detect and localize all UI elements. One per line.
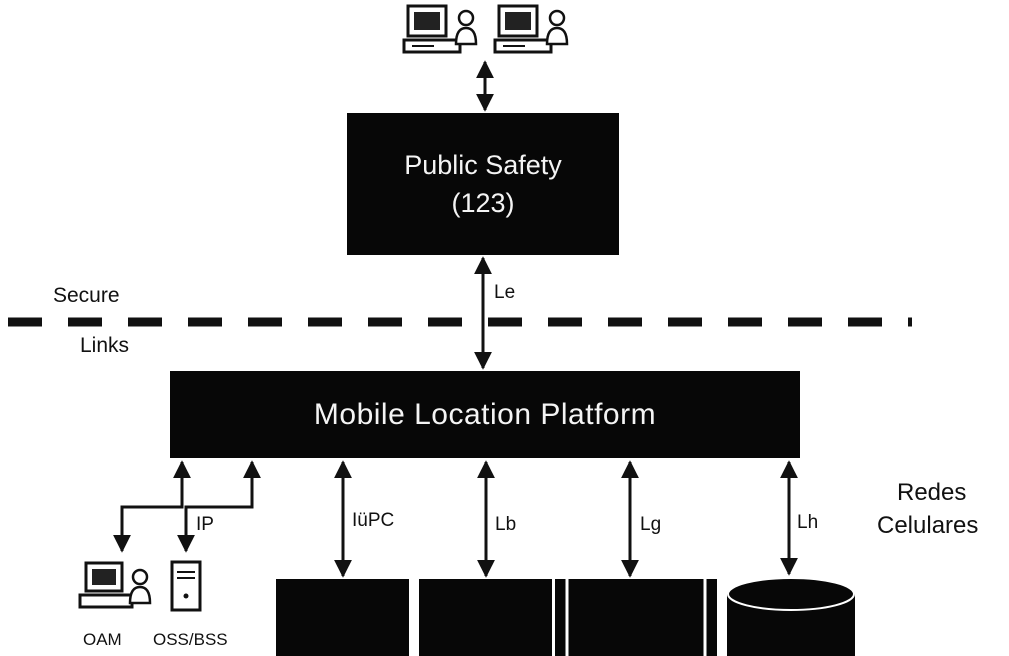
lb-network-node <box>419 579 552 656</box>
oss-bss-label: OSS/BSS <box>153 630 228 649</box>
secure-label: Secure <box>53 284 120 307</box>
iupc-interface-label: IüPC <box>352 510 395 531</box>
oss-bss-connection-line <box>177 460 261 553</box>
top-user-terminal-right <box>493 4 569 54</box>
database-cylinder-icon <box>727 577 855 656</box>
top-user-terminal-left <box>402 4 478 54</box>
mobile-location-platform-label: Mobile Location Platform <box>313 397 657 431</box>
oss-bss-server-tower-icon <box>170 560 202 612</box>
lg-network-node <box>555 579 717 656</box>
mobile-location-platform-box: Mobile Location Platform <box>170 371 800 458</box>
ip-interface-label: IP <box>196 514 214 535</box>
public-safety-box: Public Safety (123) <box>347 113 619 255</box>
public-safety-title: Public Safety <box>404 150 562 180</box>
lh-interface-label: Lh <box>797 512 819 533</box>
iupc-network-node <box>276 579 409 656</box>
redes-label: Redes <box>897 479 967 506</box>
oam-connection-line <box>113 460 191 553</box>
public-safety-code: (123) <box>451 188 515 218</box>
celulares-label: Celulares <box>877 512 979 539</box>
oam-computer-user-icon <box>78 561 152 609</box>
le-interface-label: Le <box>494 282 516 303</box>
lg-interface-label: Lg <box>640 514 662 535</box>
oam-label: OAM <box>83 630 122 649</box>
lb-interface-label: Lb <box>495 514 517 535</box>
links-label: Links <box>80 334 130 357</box>
